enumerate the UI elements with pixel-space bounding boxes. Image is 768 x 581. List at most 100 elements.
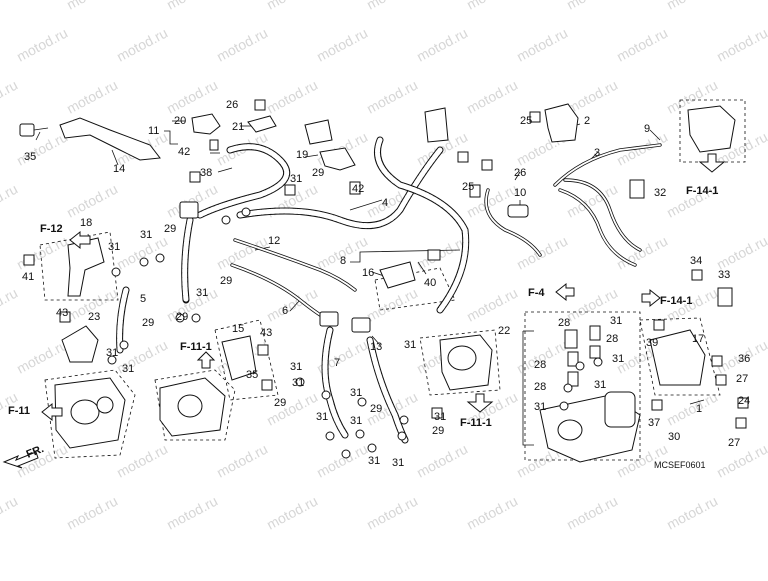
watermark-text: motod.ru: [0, 285, 20, 325]
part-number-p29e: 29: [176, 311, 188, 323]
part-number-p28b: 28: [606, 333, 618, 345]
watermark-text: motod.ru: [14, 25, 70, 65]
part-number-p38: 38: [200, 167, 212, 179]
part-number-p31l: 31: [594, 379, 606, 391]
part-number-p18: 18: [80, 217, 92, 229]
part-number-p29b: 29: [164, 223, 176, 235]
part-number-p5: 5: [140, 293, 146, 305]
ref-label-f12: F-12: [40, 223, 63, 235]
watermark-text: motod.ru: [464, 77, 520, 117]
watermark-text: motod.ru: [564, 0, 620, 13]
part-number-p31m: 31: [350, 387, 362, 399]
reference-labels: F-12F-11F-11-1F-11-1F-4F-14-1F-14-1: [8, 185, 718, 429]
part-number-p31s: 31: [392, 457, 404, 469]
part-number-p27a: 27: [736, 373, 748, 385]
watermark-text: motod.ru: [64, 0, 120, 13]
part-number-p39: 39: [646, 337, 658, 349]
part-number-p27b: 27: [728, 437, 740, 449]
part-number-p29h: 29: [432, 425, 444, 437]
part-number-p40: 40: [424, 277, 436, 289]
part-number-p23: 23: [88, 311, 100, 323]
part-number-p8: 8: [340, 255, 346, 267]
part-number-p29c: 29: [220, 275, 232, 287]
ref-label-f14-1-top: F-14-1: [686, 185, 718, 197]
watermark-text: motod.ru: [114, 25, 170, 65]
watermark-text: motod.ru: [614, 25, 670, 65]
watermark-layer: motod.ru motod.ru motod.ru motod.ru motod.ru…: [0, 0, 768, 533]
part-number-p29f: 29: [274, 397, 286, 409]
part-number-p12: 12: [268, 235, 280, 247]
part-number-p42b: 42: [352, 183, 364, 195]
ref-label-f14-1-mid: F-14-1: [660, 295, 692, 307]
part-number-p35: 35: [24, 151, 36, 163]
part-number-p41: 41: [22, 271, 34, 283]
watermark-text: motod.ru: [64, 77, 120, 117]
part-number-p25a: 25: [520, 115, 532, 127]
ref-label-f11-1-right: F-11-1: [460, 417, 492, 429]
part-number-p25b: 25: [462, 181, 474, 193]
part-number-p10: 10: [514, 187, 526, 199]
diagram-code: MCSEF0601: [654, 460, 706, 470]
watermark-text: motod.ru: [364, 77, 420, 117]
watermark-text: motod.ru: [464, 493, 520, 533]
reference-arrows: [2, 153, 726, 469]
watermark-text: motod.ru: [464, 0, 520, 13]
part-number-p16: 16: [362, 267, 374, 279]
part-number-p36: 36: [738, 353, 750, 365]
part-number-p31j: 31: [612, 353, 624, 365]
part-number-p30: 30: [668, 431, 680, 443]
part-number-p31p: 31: [350, 415, 362, 427]
part-number-p31b: 31: [108, 241, 120, 253]
part-number-p3: 3: [594, 147, 600, 159]
part-number-p29g: 29: [370, 403, 382, 415]
ref-label-f4: F-4: [528, 287, 545, 299]
part-number-p28c: 28: [534, 359, 546, 371]
watermark-text: motod.ru: [264, 493, 320, 533]
components: [19, 99, 749, 463]
part-number-p31i: 31: [404, 339, 416, 351]
watermark-text: motod.ru: [714, 233, 768, 273]
part-number-p31d: 31: [196, 287, 208, 299]
part-number-p11: 11: [148, 125, 159, 137]
part-number-p31h: 31: [290, 361, 302, 373]
watermark-text: motod.ru: [364, 493, 420, 533]
watermark-text: motod.ru: [114, 441, 170, 481]
part-number-p21: 21: [232, 121, 244, 133]
part-number-p31a: 31: [290, 173, 302, 185]
part-number-p31g: 31: [610, 315, 622, 327]
watermark-text: motod.ru: [514, 25, 570, 65]
part-number-p17: 17: [692, 333, 704, 345]
part-number-p24: 24: [738, 395, 750, 407]
part-number-p15: 15: [232, 323, 244, 335]
part-number-p35b: 35: [246, 369, 258, 381]
part-number-p13: 13: [370, 341, 382, 353]
watermark-text: motod.ru: [0, 181, 20, 221]
part-number-p19: 19: [296, 149, 308, 161]
watermark-text: motod.ru: [414, 441, 470, 481]
watermark-text: motod.ru: [314, 25, 370, 65]
watermark-text: motod.ru: [264, 285, 320, 325]
watermark-text: motod.ru: [364, 0, 420, 13]
part-number-p26a: 26: [226, 99, 238, 111]
watermark-text: motod.ru: [214, 233, 270, 273]
assembly-frames: [39, 99, 746, 461]
watermark-text: motod.ru: [14, 337, 70, 377]
part-number-p29d: 29: [142, 317, 154, 329]
callout-lines: [35, 120, 705, 446]
part-number-p4: 4: [382, 197, 388, 209]
part-number-p31q: 31: [434, 411, 446, 423]
part-number-p37: 37: [648, 417, 660, 429]
watermark-text: motod.ru: [164, 77, 220, 117]
part-number-p31o: 31: [316, 411, 328, 423]
watermark-text: motod.ru: [564, 493, 620, 533]
part-number-p31n: 31: [534, 401, 546, 413]
watermark-text: motod.ru: [164, 493, 220, 533]
part-number-p7: 7: [334, 357, 340, 369]
watermark-text: motod.ru: [264, 77, 320, 117]
part-number-p31r: 31: [368, 455, 380, 467]
part-number-p33: 33: [718, 269, 730, 281]
part-number-p20: 20: [174, 115, 186, 127]
part-number-p9: 9: [644, 123, 650, 135]
